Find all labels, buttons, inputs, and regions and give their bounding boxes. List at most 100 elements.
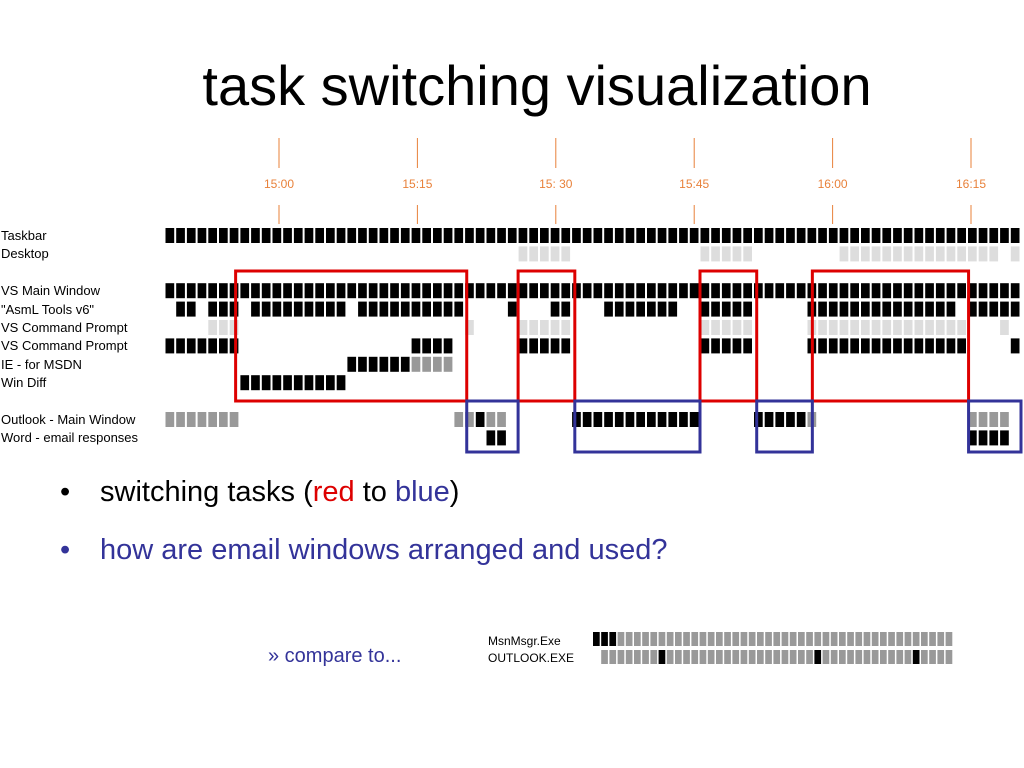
activity-block <box>861 246 870 262</box>
activity-block <box>604 228 613 243</box>
activity-block <box>261 283 271 299</box>
blue-highlight-box <box>967 399 1023 454</box>
activity-block <box>711 338 720 354</box>
activity-block <box>165 338 175 354</box>
activity-block <box>764 283 774 299</box>
activity-block <box>219 320 228 335</box>
activity-block <box>711 301 720 317</box>
activity-block <box>775 228 785 243</box>
row-label: VS Command Prompt <box>1 338 128 354</box>
bullet-2: •how are email windows arranged and used… <box>60 534 667 567</box>
activity-block <box>593 412 603 427</box>
activity-block <box>968 246 977 262</box>
activity-block <box>636 283 645 299</box>
activity-block <box>721 320 731 335</box>
activity-block <box>668 301 678 317</box>
activity-block <box>968 283 977 299</box>
activity-block <box>636 228 645 243</box>
activity-block <box>764 228 774 243</box>
mini-activity-block <box>765 632 772 646</box>
activity-block <box>625 412 635 427</box>
activity-block <box>679 228 688 243</box>
activity-block <box>818 338 827 354</box>
activity-block <box>839 320 849 335</box>
mini-activity-block <box>593 632 600 646</box>
mini-activity-block <box>937 632 945 646</box>
activity-block <box>775 412 785 427</box>
activity-block <box>636 301 645 317</box>
mini-activity-block <box>642 632 649 646</box>
bullet-dot: • <box>60 534 71 566</box>
activity-block <box>550 301 560 317</box>
bullet-part: red <box>312 476 355 508</box>
activity-block <box>903 246 913 262</box>
activity-block <box>529 283 538 299</box>
activity-block <box>625 283 635 299</box>
activity-block <box>946 338 956 354</box>
activity-block <box>721 228 731 243</box>
activity-block <box>882 228 892 243</box>
activity-block <box>251 375 260 391</box>
activity-block <box>903 283 913 299</box>
activity-block <box>989 228 999 243</box>
mini-activity-block <box>880 632 887 646</box>
activity-block <box>989 246 999 262</box>
compare-link[interactable]: » compare to... <box>268 645 402 667</box>
activity-block <box>186 301 196 317</box>
activity-block <box>411 301 421 317</box>
activity-block <box>219 301 228 317</box>
activity-block <box>400 356 410 372</box>
row-label: IE - for MSDN <box>1 356 82 372</box>
activity-block <box>1000 283 1009 299</box>
activity-block <box>914 338 924 354</box>
activity-block <box>208 228 217 243</box>
activity-block <box>647 228 656 243</box>
mini-activity-block <box>625 632 633 646</box>
activity-block <box>839 283 849 299</box>
tick-label: 15:15 <box>402 177 433 191</box>
activity-block <box>732 283 742 299</box>
activity-block <box>689 412 699 427</box>
mini-activity-block <box>945 650 953 664</box>
activity-block <box>903 228 913 243</box>
activity-block <box>786 228 795 243</box>
activity-block <box>657 283 667 299</box>
activity-block <box>732 320 742 335</box>
activity-block <box>925 301 934 317</box>
activity-block <box>1010 301 1020 317</box>
activity-block <box>443 338 453 354</box>
activity-block <box>935 301 945 317</box>
activity-block <box>1000 412 1009 427</box>
activity-block <box>732 301 742 317</box>
mini-activity-block <box>789 650 797 664</box>
activity-block <box>219 228 228 243</box>
activity-block <box>315 301 324 317</box>
activity-block <box>176 412 185 427</box>
activity-block <box>807 228 817 243</box>
activity-block <box>208 301 217 317</box>
activity-block <box>326 283 335 299</box>
tick-label: 15:00 <box>263 177 295 191</box>
activity-block <box>497 283 506 299</box>
activity-block <box>176 283 185 299</box>
activity-block <box>850 246 859 262</box>
mini-activity-block <box>707 650 715 664</box>
red-highlight-box <box>516 269 577 403</box>
activity-block <box>186 412 196 427</box>
activity-block <box>411 356 421 372</box>
activity-block <box>957 283 966 299</box>
activity-block <box>358 356 367 372</box>
activity-block <box>572 412 581 427</box>
activity-block <box>828 283 838 299</box>
activity-block <box>465 228 474 243</box>
activity-block <box>518 338 528 354</box>
activity-block <box>818 320 827 335</box>
mini-activity-block <box>822 650 830 664</box>
activity-block <box>540 283 549 299</box>
mini-activity-block <box>822 632 830 646</box>
activity-block <box>229 283 239 299</box>
mini-activity-block <box>855 632 863 646</box>
activity-block <box>507 301 517 317</box>
activity-block <box>326 375 335 391</box>
activity-block <box>850 338 859 354</box>
